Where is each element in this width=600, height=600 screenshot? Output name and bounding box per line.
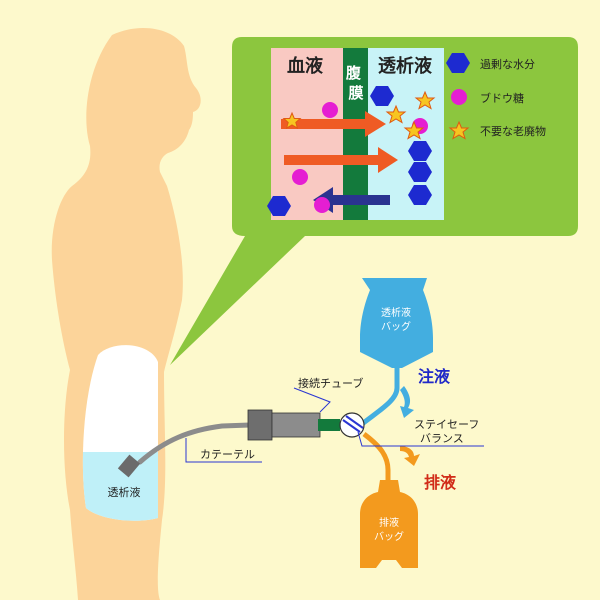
water-hexagon [408,141,432,161]
stay-safe-label-line1: ステイセーフ [414,418,479,431]
membrane-label-char-2: 膜 [348,84,363,102]
waste-transfer-arrow-upper [281,111,386,137]
glucose-dot [292,169,308,185]
drain-bag-label-line2: バッグ [374,530,404,543]
catheter-tip [117,454,141,478]
membrane-label-char-1: 腹 [346,64,362,82]
glucose-dot [322,102,338,118]
membrane-label: 腹 膜 [346,64,366,102]
connection-tube-label: 接続チューブ [298,376,363,390]
outflow-label: 排液 [424,473,457,492]
dialysate-bag-label-line2: バッグ [381,320,411,333]
connection-tube [318,419,340,431]
water-transfer-arrow [313,187,390,213]
dialysate-bag [360,278,433,368]
dialysate-bag-label-line1: 透析液 [381,306,411,319]
legend-star-icon [448,120,470,140]
catheter [137,422,253,465]
inflow-tube [360,366,400,426]
legend-dot-icon [451,89,467,105]
waste-star [385,104,407,124]
waste-transfer-arrow-lower [284,147,398,173]
peritoneum-membrane [343,48,368,220]
water-hexagon [267,196,291,216]
water-hexagon [408,162,432,182]
glucose-dot [314,197,330,213]
drain-bag [360,480,418,568]
abdomen-dialysate-label: 透析液 [108,485,141,499]
legend-label-water: 過剰な水分 [480,58,535,71]
waste-star [414,90,436,110]
dialysate-label: 透析液 [378,55,433,77]
stay-safe-label-line2: バランス [420,432,464,445]
waste-star [282,111,302,130]
dialysate-panel [368,48,444,220]
transfer-set-connector [247,409,273,441]
catheter-leader-line [185,438,262,463]
stay-safe-valve-indicator [342,415,364,433]
stay-safe-leader-line [357,431,484,447]
catheter-label: カテーテル [200,448,255,461]
drain-bag-label-line1: 排液 [379,516,399,529]
inflow-arrow [400,386,414,418]
abdomen-dialysate-fluid [82,452,158,521]
water-hexagon [370,86,394,106]
outflow-arrow [400,446,420,466]
waste-star [403,120,425,140]
waste-stars [282,90,436,140]
legend-label-glucose: ブドウ糖 [480,91,524,105]
inflow-label: 注液 [418,367,451,386]
legend-label-waste: 不要な老廃物 [480,124,546,138]
connection-tube-leader-line [293,387,331,413]
outflow-tube [362,432,391,482]
blood-label: 血液 [287,55,324,77]
legend-hexagon-icon [446,53,470,73]
water-hexagon [408,185,432,205]
legend: 過剰な水分 ブドウ糖 不要な老廃物 [446,53,546,140]
water-hexagons [267,86,432,216]
transfer-set-body [271,412,321,438]
